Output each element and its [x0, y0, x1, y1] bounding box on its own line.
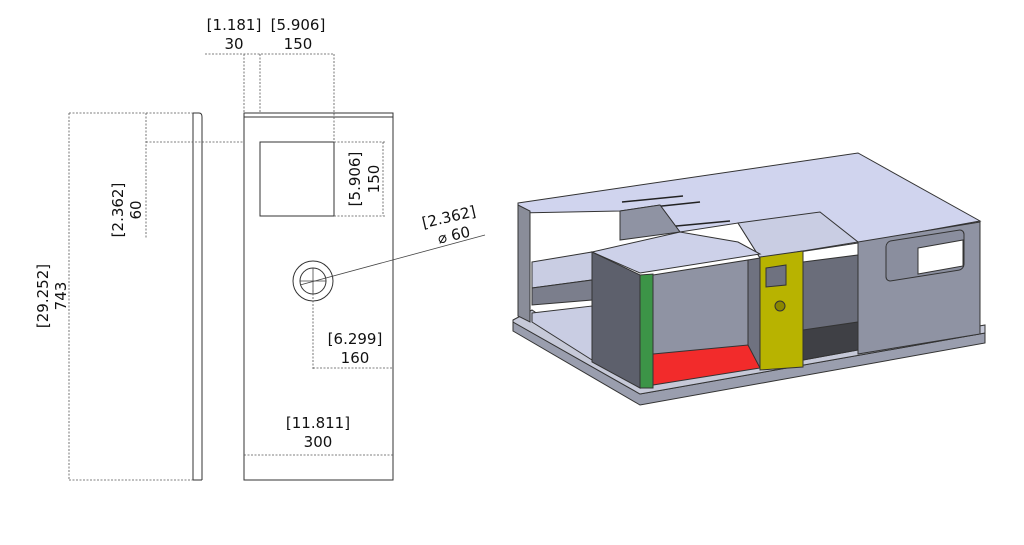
dim-743-mm: 743 [52, 282, 70, 311]
door-window [765, 264, 787, 288]
plate-side-outline [192, 112, 203, 481]
dim-743-inch: [29.252] [34, 264, 52, 328]
top-dimension-lines [205, 53, 335, 142]
hole-leader-line [299, 234, 486, 286]
dim-30-inch: [1.181] [207, 16, 262, 34]
left-post [517, 204, 531, 323]
plate-front-outline [243, 112, 394, 481]
green-side-panel [639, 273, 654, 389]
front-box-top [590, 231, 762, 274]
dim-150-top-mm: 150 [284, 35, 313, 53]
front-box-interior-wall [652, 259, 749, 359]
hole-centerlines [300, 268, 326, 294]
dim-150-right-inch: [5.906] [346, 152, 364, 207]
door-knob-hole [774, 300, 786, 312]
dim-160-mm: 160 [341, 349, 370, 367]
dimension-150-right-lines [334, 141, 386, 217]
dim-60-mm: 60 [127, 200, 145, 219]
dim-30-mm: 30 [224, 35, 243, 53]
dimension-743-lines [68, 112, 193, 481]
dimension-160-lines [312, 290, 393, 370]
dim-150-top-inch: [5.906] [271, 16, 326, 34]
dimension-60-lines [145, 113, 244, 238]
dim-300-inch: [11.811] [286, 414, 350, 432]
dim-300-mm: 300 [304, 433, 333, 451]
isometric-model [512, 152, 986, 406]
side-view [68, 112, 244, 481]
dim-60-inch: [2.362] [109, 183, 127, 238]
square-cutout [259, 141, 335, 217]
front-view [205, 53, 486, 481]
dim-160-inch: [6.299] [328, 330, 383, 348]
right-block-window-opening [917, 239, 964, 275]
dim-150-right-mm: 150 [365, 165, 383, 194]
